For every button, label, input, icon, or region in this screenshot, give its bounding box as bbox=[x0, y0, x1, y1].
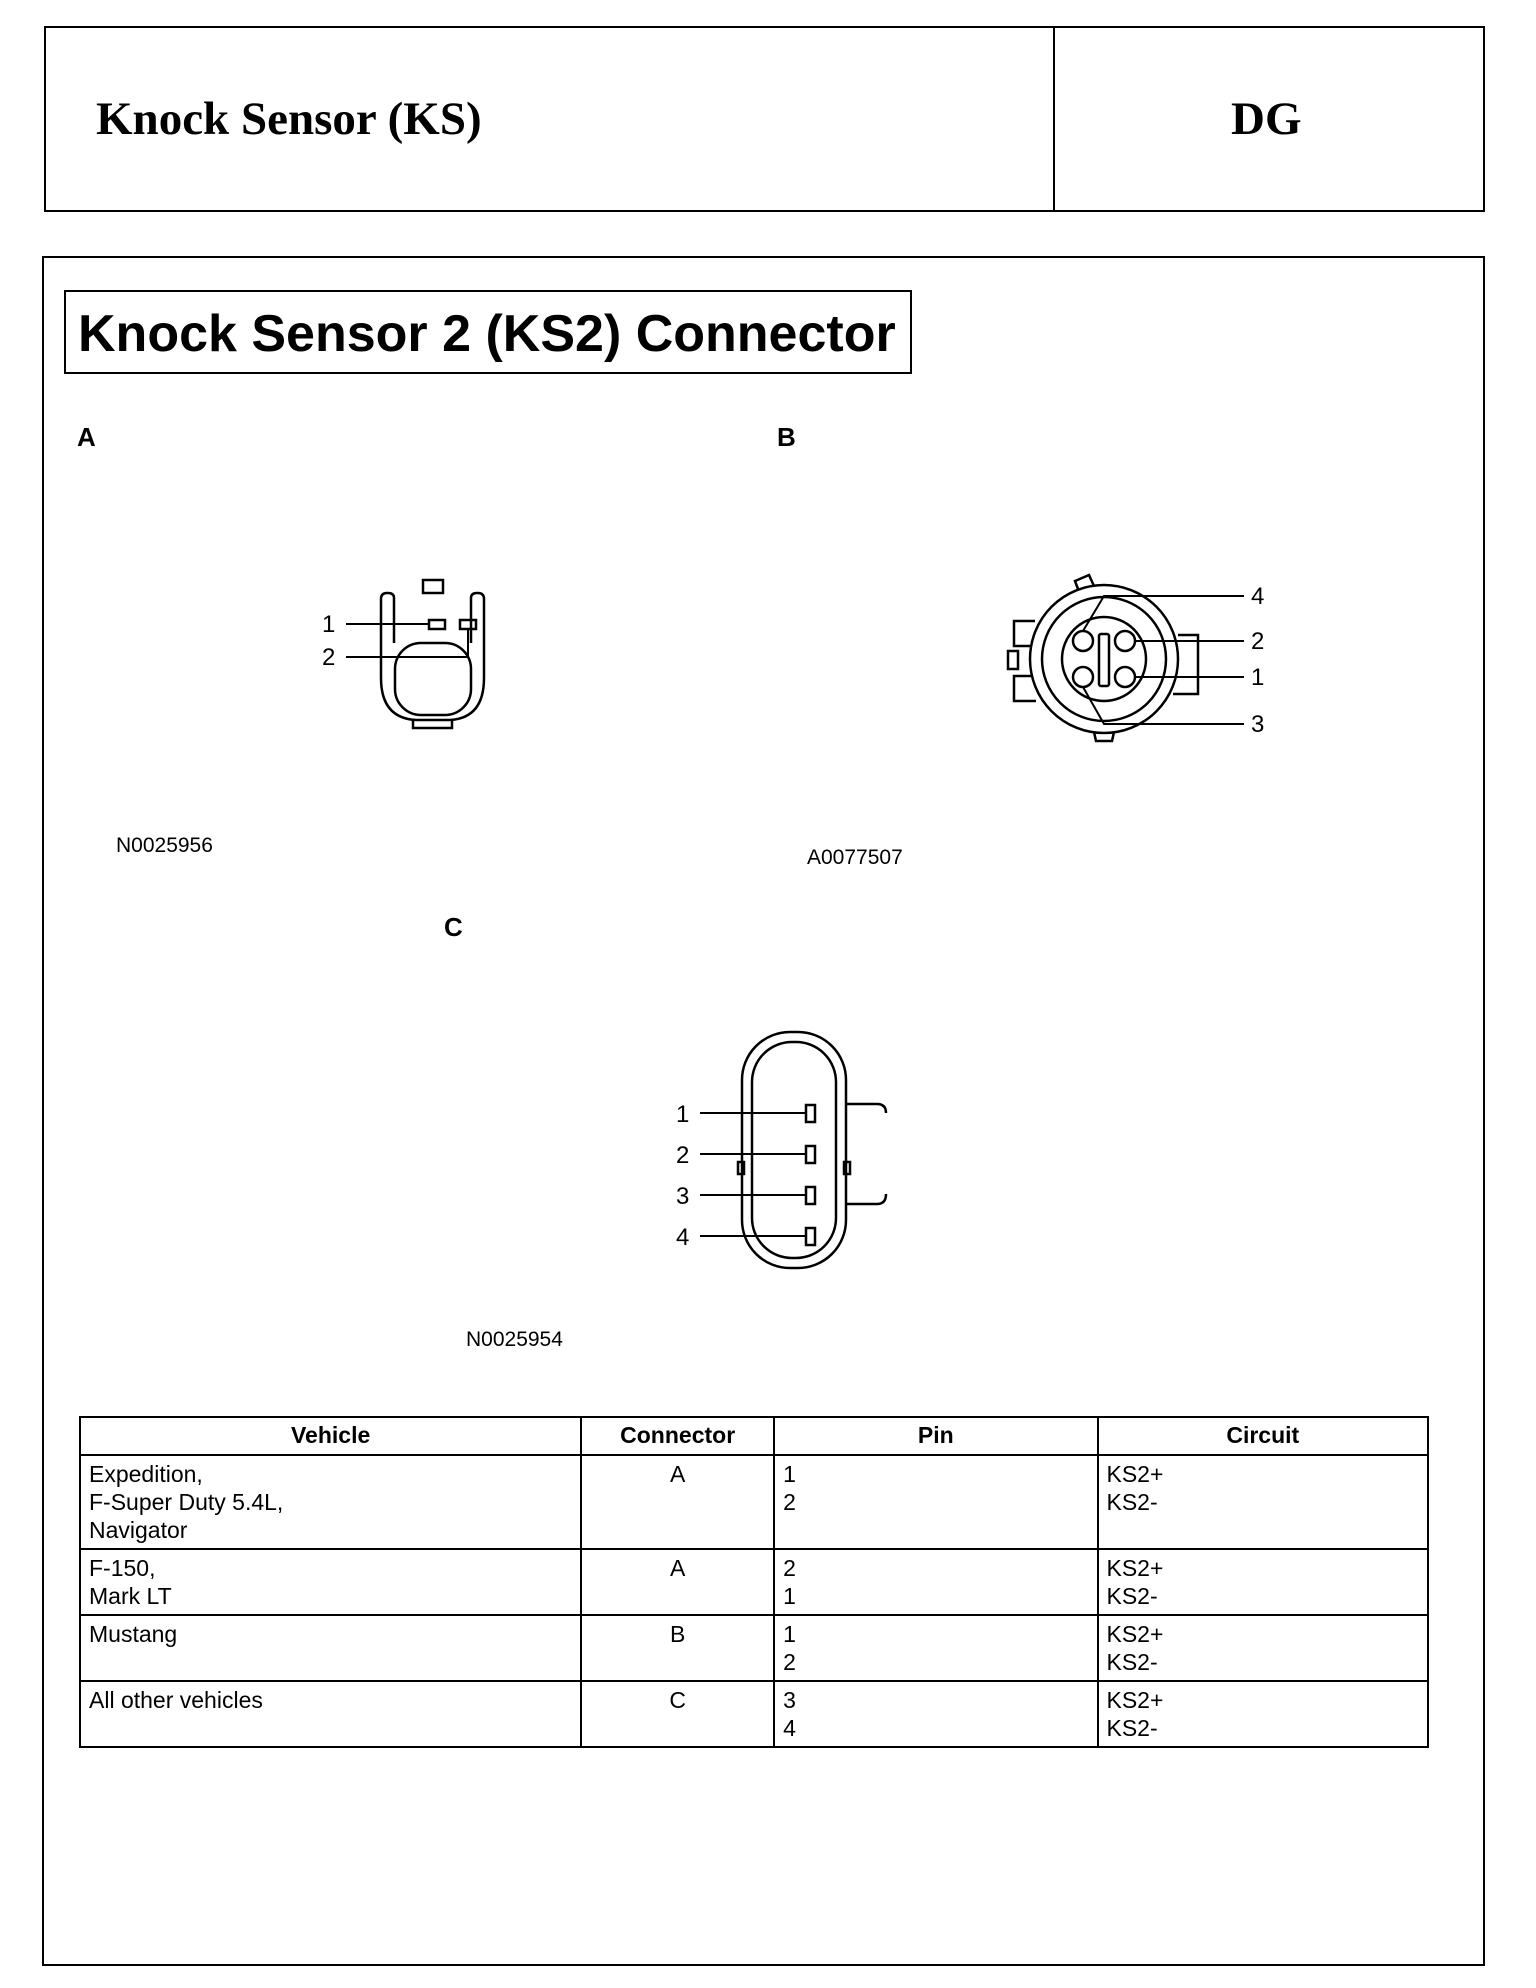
connector-b-figure-id: A0077507 bbox=[807, 846, 903, 869]
connector-b-pin-label: 3 bbox=[1251, 711, 1264, 738]
connector-a-figure-id: N0025956 bbox=[116, 834, 213, 857]
connector-b-pin-label: 1 bbox=[1251, 664, 1264, 691]
connector-c-pin-label: 4 bbox=[676, 1224, 689, 1251]
pin-value: 1 bbox=[783, 1461, 796, 1487]
vehicle-cell: Expedition, F-Super Duty 5.4L, Navigator bbox=[78, 1454, 583, 1550]
pin-value: 4 bbox=[783, 1715, 796, 1741]
connector-a-pin-label: 2 bbox=[322, 644, 335, 671]
pin-value: 1 bbox=[783, 1621, 796, 1647]
connector-b-diagram: 4 2 1 3 bbox=[1006, 573, 1264, 743]
table-row: Mustang B 1 2 KS2+ KS2- bbox=[78, 1614, 1429, 1682]
vehicle-cell: F-150, Mark LT bbox=[78, 1548, 583, 1616]
vehicle-line: Mark LT bbox=[89, 1583, 172, 1609]
vehicle-line: Mustang bbox=[89, 1621, 178, 1647]
circuit-value: KS2- bbox=[1106, 1649, 1158, 1675]
circuit-value: KS2+ bbox=[1106, 1555, 1164, 1581]
connector-a-pin-label: 1 bbox=[322, 611, 335, 638]
content-panel: Knock Sensor 2 (KS2) Connector A 1 2 N00… bbox=[42, 256, 1485, 1966]
circuit-value: KS2+ bbox=[1106, 1461, 1164, 1487]
vehicle-line: Navigator bbox=[89, 1517, 188, 1543]
table-row: All other vehicles C 3 4 KS2+ KS2- bbox=[78, 1680, 1429, 1748]
column-header-vehicle: Vehicle bbox=[78, 1416, 583, 1456]
pin-cell: 3 4 bbox=[773, 1680, 1099, 1748]
circuit-value: KS2- bbox=[1106, 1715, 1158, 1741]
connector-c-figure-id: N0025954 bbox=[466, 1328, 563, 1351]
page-header: Knock Sensor (KS) DG bbox=[44, 26, 1485, 212]
connector-cell: A bbox=[580, 1454, 776, 1550]
connector-c-pin-label: 3 bbox=[676, 1183, 689, 1210]
pin-cell: 1 2 bbox=[773, 1614, 1099, 1682]
circuit-cell: KS2+ KS2- bbox=[1096, 1680, 1429, 1748]
connector-c-letter: C bbox=[444, 912, 463, 942]
header-divider bbox=[1053, 28, 1055, 210]
connector-c-diagram: 1 2 3 4 bbox=[676, 1030, 888, 1270]
vehicle-cell: Mustang bbox=[78, 1614, 583, 1682]
column-header-connector: Connector bbox=[580, 1416, 776, 1456]
connector-b-pin-label: 2 bbox=[1251, 628, 1264, 655]
circuit-value: KS2- bbox=[1106, 1583, 1158, 1609]
table-header-row: Vehicle Connector Pin Circuit bbox=[78, 1416, 1429, 1456]
pin-value: 2 bbox=[783, 1649, 796, 1675]
circuit-value: KS2- bbox=[1106, 1489, 1158, 1515]
column-header-pin: Pin bbox=[773, 1416, 1099, 1456]
table-row: Expedition, F-Super Duty 5.4L, Navigator… bbox=[78, 1454, 1429, 1550]
column-header-circuit: Circuit bbox=[1096, 1416, 1429, 1456]
connector-a-diagram: 1 2 bbox=[322, 578, 486, 730]
pin-value: 2 bbox=[783, 1489, 796, 1515]
connector-b-letter: B bbox=[777, 422, 796, 452]
vehicle-cell: All other vehicles bbox=[78, 1680, 583, 1748]
pin-cell: 2 1 bbox=[773, 1548, 1099, 1616]
section-title: Knock Sensor 2 (KS2) Connector bbox=[64, 290, 912, 374]
header-code: DG bbox=[1231, 93, 1302, 145]
pin-value: 1 bbox=[783, 1583, 796, 1609]
vehicle-line: F-150, bbox=[89, 1555, 156, 1581]
pin-value: 2 bbox=[783, 1555, 796, 1581]
connector-a-letter: A bbox=[77, 422, 96, 452]
pin-value: 3 bbox=[783, 1687, 796, 1713]
connector-c-pin-label: 2 bbox=[676, 1142, 689, 1169]
pin-cell: 1 2 bbox=[773, 1454, 1099, 1550]
connector-c-pin-label: 1 bbox=[676, 1101, 689, 1128]
table-row: F-150, Mark LT A 2 1 KS2+ KS2- bbox=[78, 1548, 1429, 1616]
connector-cell: A bbox=[580, 1548, 776, 1616]
header-title: Knock Sensor (KS) bbox=[96, 93, 482, 145]
vehicle-line: Expedition, bbox=[89, 1461, 203, 1487]
connector-cell: B bbox=[580, 1614, 776, 1682]
circuit-cell: KS2+ KS2- bbox=[1096, 1548, 1429, 1616]
vehicle-line: All other vehicles bbox=[89, 1687, 263, 1713]
circuit-value: KS2+ bbox=[1106, 1621, 1164, 1647]
pinout-table: Vehicle Connector Pin Circuit Expedition… bbox=[78, 1416, 1429, 1748]
circuit-value: KS2+ bbox=[1106, 1687, 1164, 1713]
circuit-cell: KS2+ KS2- bbox=[1096, 1614, 1429, 1682]
connector-b-pin-label: 4 bbox=[1251, 583, 1264, 610]
connector-cell: C bbox=[580, 1680, 776, 1748]
vehicle-line: F-Super Duty 5.4L, bbox=[89, 1489, 284, 1515]
circuit-cell: KS2+ KS2- bbox=[1096, 1454, 1429, 1550]
